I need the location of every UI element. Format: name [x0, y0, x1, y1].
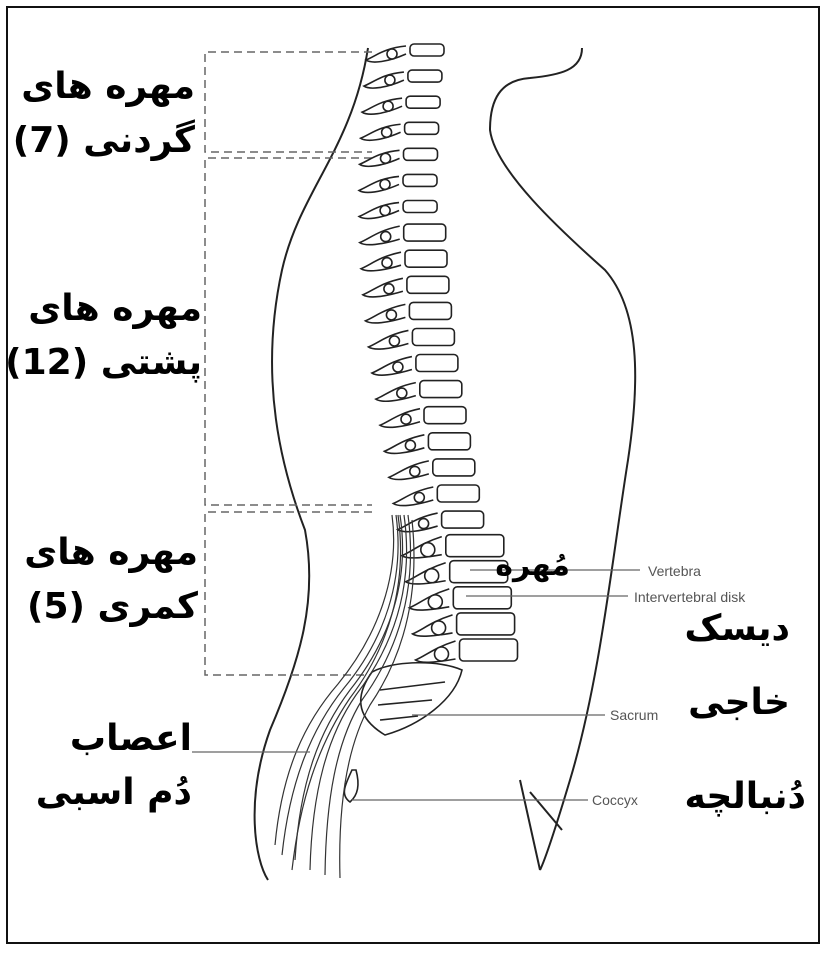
- lumbar-label-line1: مهره های: [24, 526, 198, 580]
- articular-process: [383, 101, 393, 111]
- cauda-label: اعصاب دُم اسبی: [36, 712, 192, 820]
- spinous-process: [359, 176, 399, 192]
- front-outline: [490, 48, 635, 870]
- spinous-process: [361, 124, 401, 140]
- vertebral-body: [433, 459, 475, 476]
- articular-process: [382, 127, 392, 137]
- sacrum-label-en: Sacrum: [610, 707, 658, 723]
- vertebral-body: [412, 329, 454, 346]
- vertebral-body: [410, 44, 444, 56]
- spinous-process: [376, 383, 416, 402]
- articular-process: [387, 49, 397, 59]
- articular-process: [380, 179, 390, 189]
- vertebral-body: [416, 355, 458, 372]
- articular-process: [381, 232, 391, 242]
- articular-process: [414, 493, 424, 503]
- spinous-process: [362, 98, 402, 114]
- lumbar-bracket: [205, 512, 372, 675]
- cauda-label-line1: اعصاب: [36, 712, 192, 766]
- spinous-process: [368, 330, 408, 349]
- spinous-process: [365, 304, 405, 323]
- vertebral-body: [404, 148, 438, 160]
- articular-process: [393, 362, 403, 372]
- cervical-label-line2: گردنی (7): [13, 114, 195, 168]
- disk-label-fa: دیسک: [685, 602, 791, 656]
- vertebral-body: [424, 407, 466, 424]
- vertebral-body: [408, 70, 442, 82]
- vertebral-body: [407, 276, 449, 293]
- vertebral-body: [457, 613, 515, 635]
- articular-process: [382, 258, 392, 268]
- vertebral-body: [428, 433, 470, 450]
- articular-process: [405, 440, 415, 450]
- vertebral-body: [404, 224, 446, 241]
- articular-process: [425, 569, 439, 583]
- articular-process: [386, 310, 396, 320]
- articular-process: [384, 284, 394, 294]
- sacrum-bone: [361, 663, 462, 735]
- vertebra-label-en: Vertebra: [648, 563, 701, 579]
- articular-process: [401, 414, 411, 424]
- vertebral-body: [405, 122, 439, 134]
- spinous-process: [363, 278, 403, 297]
- cervical-label: مهره های گردنی (7): [13, 60, 195, 168]
- coccyx-label-fa: دُنبالچه: [685, 770, 807, 824]
- articular-process: [435, 647, 449, 661]
- articular-process: [389, 336, 399, 346]
- vertebral-body: [437, 485, 479, 502]
- thoracic-label-line2: پشتی (12): [5, 336, 202, 390]
- articular-process: [381, 153, 391, 163]
- thoracic-label-line1: مهره های: [5, 282, 202, 336]
- articular-process: [410, 466, 420, 476]
- cervical-label-line1: مهره های: [13, 60, 195, 114]
- vertebral-body: [453, 587, 511, 609]
- vertebral-body: [403, 174, 437, 186]
- vertebral-body: [460, 639, 518, 661]
- articular-process: [421, 543, 435, 557]
- vertebral-body: [405, 250, 447, 267]
- spinous-process: [393, 487, 433, 506]
- spinous-process: [366, 46, 406, 62]
- lumbar-label-line2: کمری (5): [24, 580, 198, 634]
- spinous-process: [361, 252, 401, 271]
- spinous-process: [384, 435, 424, 454]
- spinous-process: [380, 409, 420, 428]
- vertebra-label-fa: مُهره: [495, 546, 570, 586]
- articular-process: [432, 621, 446, 635]
- vertebral-body: [409, 302, 451, 319]
- spinous-process: [360, 226, 400, 245]
- vertebral-body: [442, 511, 484, 528]
- lumbar-label: مهره های کمری (5): [24, 526, 198, 634]
- thoracic-label: مهره های پشتی (12): [5, 282, 202, 390]
- vertebral-body: [406, 96, 440, 108]
- coccyx-label-en: Coccyx: [592, 792, 638, 808]
- cauda-label-line2: دُم اسبی: [36, 766, 192, 820]
- articular-process: [385, 75, 395, 85]
- vertebral-body: [420, 381, 462, 398]
- spinous-process: [364, 72, 404, 88]
- spinous-process: [359, 203, 399, 219]
- articular-process: [419, 519, 429, 529]
- sacrum-label-fa: خاجی: [688, 676, 790, 730]
- articular-process: [428, 595, 442, 609]
- spinous-process: [389, 461, 429, 480]
- articular-process: [397, 388, 407, 398]
- vertebral-body: [403, 201, 437, 213]
- thoracic-bracket: [205, 158, 372, 505]
- articular-process: [380, 206, 390, 216]
- cervical-bracket: [205, 52, 372, 152]
- spinous-process: [372, 357, 412, 376]
